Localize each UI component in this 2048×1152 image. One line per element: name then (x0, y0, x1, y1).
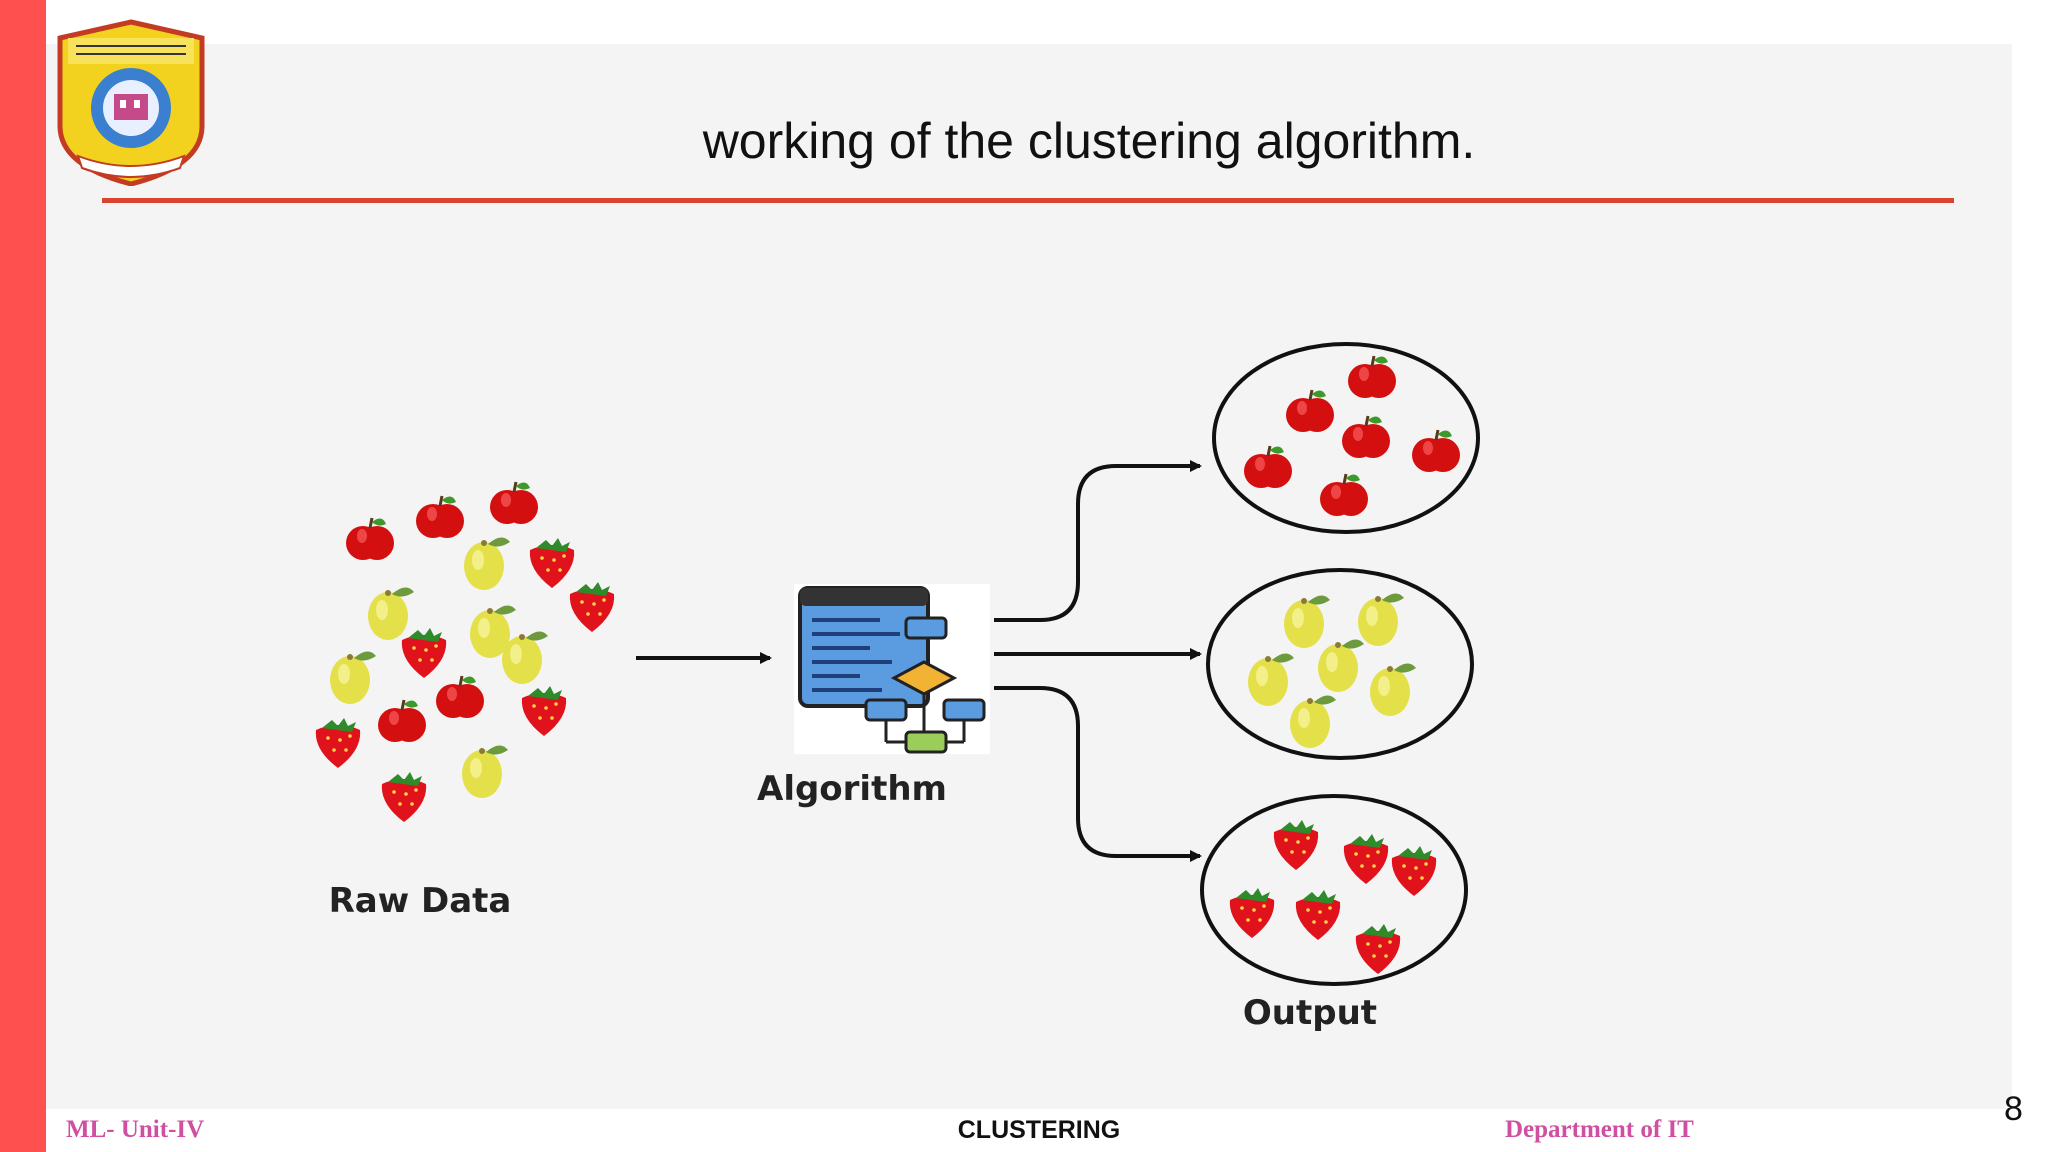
guava-cluster (1206, 568, 1474, 760)
raw-data-label: Raw Data (329, 881, 512, 921)
algorithm-label: Algorithm (757, 769, 947, 809)
title-divider (102, 198, 1954, 203)
page-number: 8 (2004, 1090, 2023, 1128)
apple-cluster (1212, 342, 1480, 534)
content-panel (46, 44, 2012, 1109)
college-logo (57, 19, 205, 186)
raw-data-fruit-pile (315, 480, 615, 822)
footer-unit: ML- Unit-IV (66, 1116, 205, 1143)
footer-topic: CLUSTERING (957, 1116, 1121, 1144)
output-label: Output (1243, 993, 1377, 1033)
footer-department: Department of IT (1505, 1116, 1694, 1143)
slide-title: working of the clustering algorithm. (702, 113, 1476, 169)
side-accent-bar (0, 0, 46, 1152)
output-arrow-apples (994, 460, 1202, 622)
algorithm-icon (794, 584, 990, 754)
strawberry-cluster (1200, 794, 1468, 986)
output-arrow-strawberries (994, 686, 1202, 862)
